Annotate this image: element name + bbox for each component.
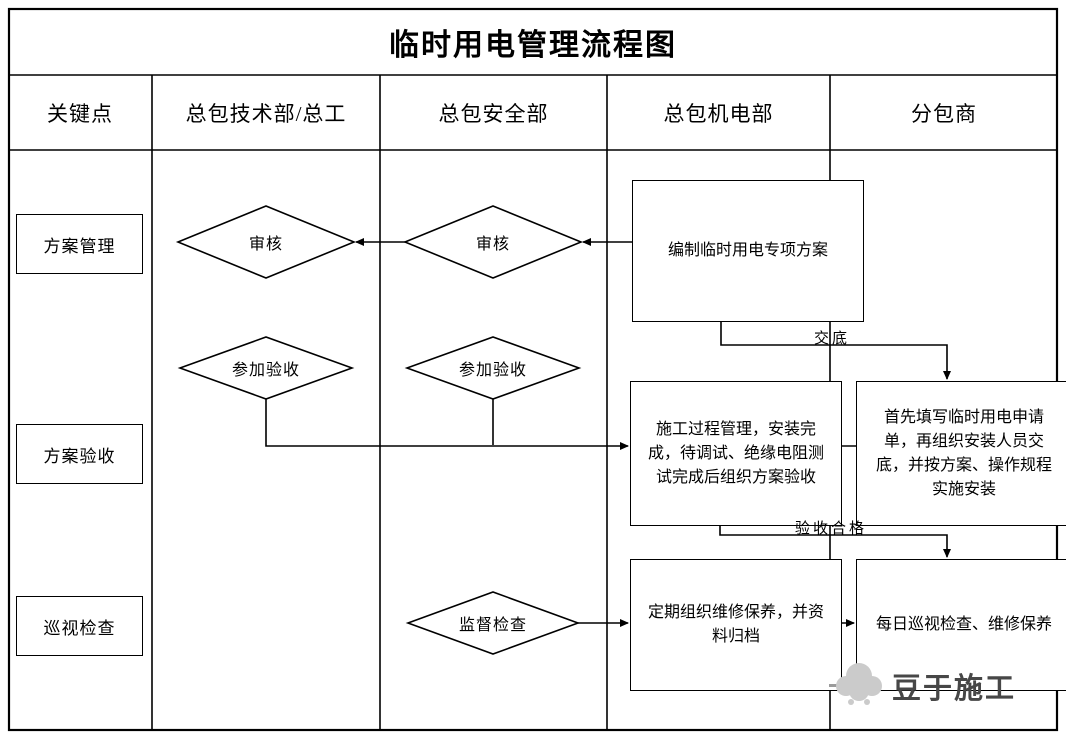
- page-title: 临时用电管理流程图: [389, 29, 677, 62]
- node-daily-inspection: 每日巡视检查、维修保养: [856, 559, 1066, 691]
- node-accept-safety: 参加验收: [458, 362, 527, 379]
- diamond-review-tech: [175, 205, 357, 279]
- column-header-subcontractor: 分包商: [911, 101, 977, 126]
- keypoint-plan-acceptance: 方案验收: [16, 424, 143, 484]
- outer-frame: [7, 7, 1059, 732]
- column-header-gc-tech-dept: 总包技术部/总工: [185, 101, 347, 126]
- edge-label-acceptance-pass: 验收合格: [794, 521, 867, 537]
- watermark-text: 豆于施工: [892, 672, 1017, 705]
- diamond-accept-tech: [177, 336, 355, 400]
- keypoint-plan-management: 方案管理: [16, 214, 143, 274]
- node-prepare-plan: 编制临时用电专项方案: [632, 180, 864, 322]
- column-header-key-points: 关键点: [47, 101, 113, 126]
- column-header-gc-mep-dept: 总包机电部: [663, 101, 774, 126]
- column-header-gc-safety-dept: 总包安全部: [438, 101, 549, 126]
- diamond-review-safety: [402, 205, 584, 279]
- node-regular-maintenance: 定期组织维修保养，并资料归档: [630, 559, 842, 691]
- diamond-accept-safety: [404, 336, 582, 400]
- node-construction-manage: 施工过程管理，安装完成，待调试、绝缘电阻测试完成后组织方案验收: [630, 381, 842, 526]
- connector-accept-tech-to-construction: [265, 399, 629, 450]
- watermark: 豆于施工: [829, 659, 1016, 712]
- edge-label-handover: 交底: [813, 331, 850, 347]
- keypoint-patrol-inspection: 巡视检查: [16, 596, 143, 656]
- arrow-plan-to-apply-handover: [720, 308, 951, 380]
- node-review-tech: 审核: [248, 236, 283, 253]
- node-supervise-check: 监督检查: [458, 617, 527, 634]
- node-review-safety: 审核: [475, 236, 510, 253]
- node-apply-install: 首先填写临时用电申请单，再组织安装人员交底，并按方案、操作规程实施安装: [856, 381, 1066, 526]
- watermark-cloud-icon: [829, 659, 889, 712]
- node-accept-tech: 参加验收: [231, 362, 300, 379]
